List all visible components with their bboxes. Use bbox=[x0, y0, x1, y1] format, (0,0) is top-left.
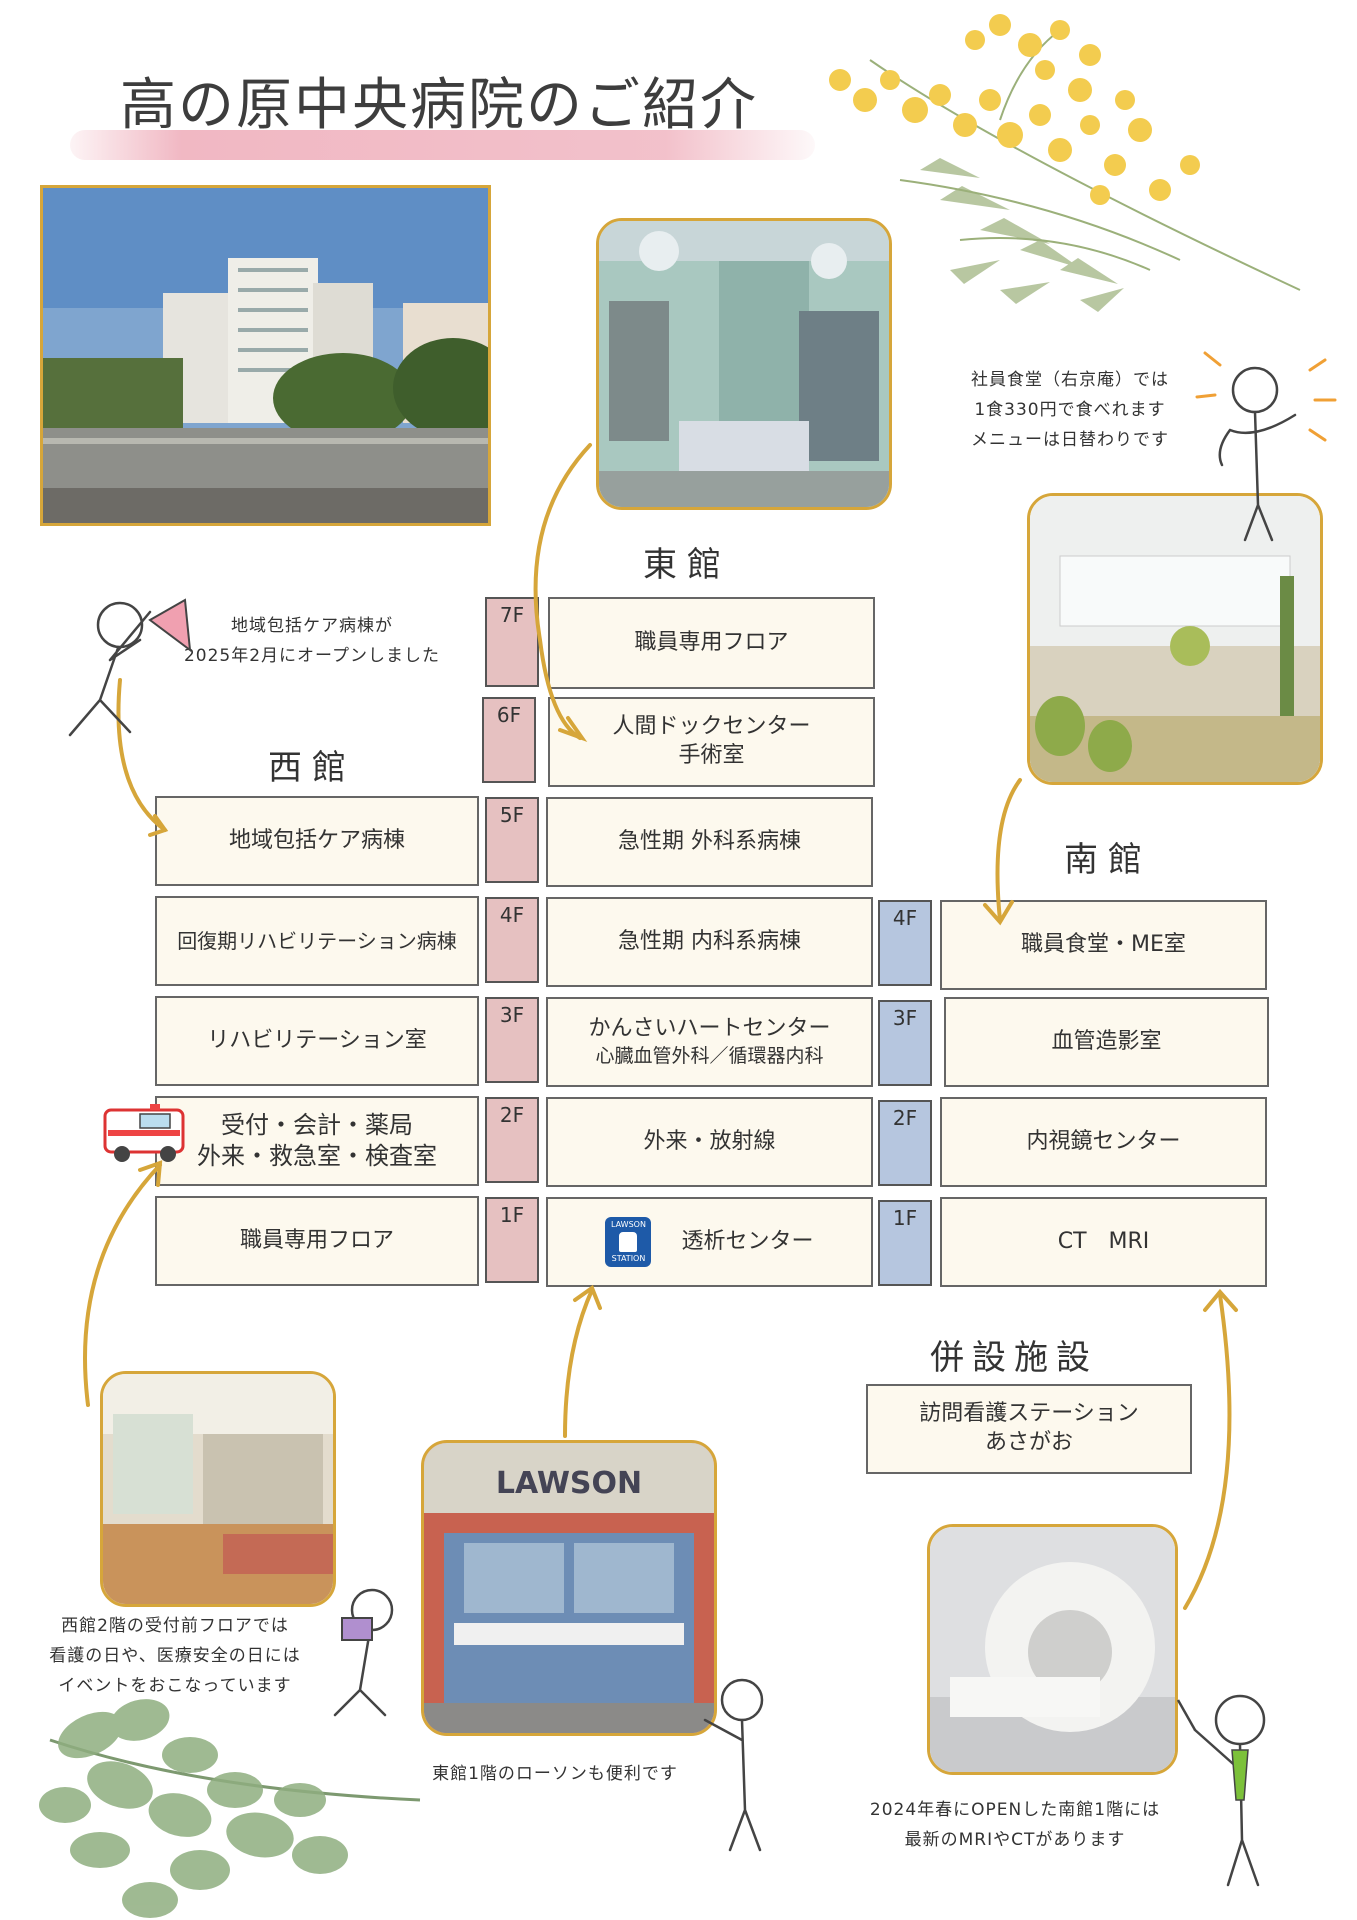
operating-room-arrow bbox=[533, 443, 592, 740]
cafeteria-note-line: 社員食堂（右京庵）では bbox=[971, 370, 1169, 390]
east-building-label: 東館 bbox=[643, 545, 731, 585]
east-5f-box: 急性期 外科系病棟 bbox=[546, 797, 873, 887]
west-building-label: 西館 bbox=[268, 748, 356, 788]
lawson-sign-text: LAWSON bbox=[496, 1466, 642, 1501]
south-floor-4f: 4F bbox=[878, 900, 932, 986]
necktie-icon bbox=[1231, 1749, 1249, 1801]
staff-cafeteria-photo bbox=[1027, 493, 1323, 785]
east-4f-label: 急性期 内科系病棟 bbox=[618, 928, 801, 954]
cafeteria-note: 社員食堂（右京庵）では 1食330円で食べれます メニューは日替わりです bbox=[920, 366, 1220, 455]
annex-heading: 併設施設 bbox=[930, 1338, 1098, 1378]
west-3f-box: リハビリテーション室 bbox=[155, 996, 479, 1086]
mri-note: 2024年春にOPENした南館1階には 最新のMRIやCTがあります bbox=[855, 1796, 1175, 1856]
title-underline bbox=[70, 130, 815, 160]
milk-can-icon bbox=[619, 1232, 638, 1252]
lawson-note: 東館1階のローソンも便利です bbox=[405, 1760, 705, 1790]
east-1f-box: LAWSON STATION 透析センター bbox=[546, 1197, 873, 1287]
east-2f-box: 外来・放射線 bbox=[546, 1097, 873, 1187]
annex-box: 訪問看護ステーションあさがお bbox=[866, 1384, 1192, 1474]
east-1f-label: 透析センター bbox=[681, 1228, 814, 1254]
mri-note-line: 最新のMRIやCTがあります bbox=[904, 1829, 1126, 1850]
annex-label-2: あさがお bbox=[984, 1430, 1073, 1455]
lawson-station-logo: LAWSON STATION bbox=[605, 1217, 652, 1267]
reception-arrow bbox=[83, 1163, 162, 1407]
community-care-note: 地域包括ケア病棟が 2025年2月にオープンしました bbox=[162, 612, 462, 672]
cafeteria-note-line: メニューは日替わりです bbox=[971, 429, 1169, 450]
pointer-stick-icon bbox=[1176, 1699, 1197, 1731]
book-icon bbox=[341, 1617, 373, 1641]
cafeteria-note-line: 1食330円で食べれます bbox=[974, 399, 1166, 420]
lawson-arrow bbox=[563, 1288, 594, 1438]
west-2f-label-2: 外来・救急室・検査室 bbox=[197, 1142, 437, 1170]
west-3f-label: リハビリテーション室 bbox=[207, 1027, 427, 1053]
lawson-note-line: 東館1階のローソンも便利です bbox=[432, 1764, 678, 1784]
west-5f-box: 地域包括ケア病棟 bbox=[155, 796, 479, 886]
megaphone-icon bbox=[148, 598, 192, 653]
south-floor-1f: 1F bbox=[878, 1200, 932, 1286]
community-care-note-line: 地域包括ケア病棟が bbox=[231, 616, 393, 636]
east-6f-box: 人間ドックセンター手術室 bbox=[548, 697, 875, 787]
east-5f-label: 急性期 外科系病棟 bbox=[618, 828, 801, 854]
south-2f-label: 内視鏡センター bbox=[1026, 1128, 1181, 1154]
south-floor-2f: 2F bbox=[878, 1100, 932, 1186]
reception-note-line: イベントをおこなっています bbox=[58, 1675, 292, 1696]
east-3f-box: かんさいハートセンター心臓血管外科／循環器内科 bbox=[546, 997, 873, 1087]
east-floor-6f: 6F bbox=[482, 697, 536, 783]
west-1f-box: 職員専用フロア bbox=[155, 1196, 479, 1286]
west-2f-label-1: 受付・会計・薬局 bbox=[221, 1110, 413, 1139]
east-floor-4f: 4F bbox=[485, 897, 539, 983]
lawson-logo-bottom: STATION bbox=[611, 1254, 646, 1263]
east-floor-7f: 7F bbox=[485, 597, 539, 687]
east-floor-3f: 3F bbox=[485, 997, 539, 1083]
south-4f-label: 職員食堂・ME室 bbox=[1021, 931, 1186, 957]
community-care-note-line: 2025年2月にオープンしました bbox=[183, 645, 441, 666]
ambulance-icon bbox=[103, 1104, 185, 1162]
east-floor-1f: 1F bbox=[485, 1197, 539, 1283]
east-floor-5f: 5F bbox=[485, 797, 539, 883]
south-3f-label: 血管造影室 bbox=[1051, 1028, 1162, 1054]
east-4f-box: 急性期 内科系病棟 bbox=[546, 897, 873, 987]
south-floor-3f: 3F bbox=[878, 1000, 932, 1086]
west-1f-label: 職員専用フロア bbox=[239, 1227, 394, 1253]
east-floor-2f: 2F bbox=[485, 1097, 539, 1183]
south-building-label: 南館 bbox=[1064, 840, 1152, 880]
reception-note-line: 看護の日や、医療安全の日には bbox=[49, 1645, 301, 1666]
page-title: 高の原中央病院のご紹介 bbox=[120, 73, 758, 138]
east-6f-label-1: 人間ドックセンター bbox=[612, 714, 811, 740]
hospital-exterior-photo bbox=[40, 185, 491, 526]
annex-label-1: 訪問看護ステーション bbox=[919, 1401, 1139, 1427]
west-4f-box: 回復期リハビリテーション病棟 bbox=[155, 896, 479, 986]
east-2f-label: 外来・放射線 bbox=[643, 1128, 776, 1154]
east-3f-label-1: かんさいハートセンター bbox=[588, 1016, 831, 1042]
reception-note-line: 西館2階の受付前フロアでは bbox=[61, 1616, 289, 1636]
east-7f-box: 職員専用フロア bbox=[548, 597, 875, 689]
south-1f-box: CT MRI bbox=[940, 1197, 1267, 1287]
west-2f-box: 受付・会計・薬局外来・救急室・検査室 bbox=[155, 1096, 479, 1186]
mri-note-line: 2024年春にOPENした南館1階には bbox=[869, 1800, 1161, 1820]
south-1f-label: CT MRI bbox=[1057, 1228, 1150, 1254]
west-4f-label: 回復期リハビリテーション病棟 bbox=[177, 929, 457, 953]
south-2f-box: 内視鏡センター bbox=[940, 1097, 1267, 1187]
east-6f-label-2: 手術室 bbox=[678, 743, 745, 768]
community-care-arrow bbox=[116, 678, 167, 832]
east-7f-label: 職員専用フロア bbox=[634, 629, 789, 655]
south-3f-box: 血管造影室 bbox=[944, 997, 1269, 1087]
lawson-store-photo: LAWSON bbox=[421, 1440, 717, 1736]
reception-note: 西館2階の受付前フロアでは 看護の日や、医療安全の日には イベントをおこなってい… bbox=[20, 1612, 330, 1701]
east-3f-label-2: 心臓血管外科／循環器内科 bbox=[595, 1044, 824, 1067]
west-5f-label: 地域包括ケア病棟 bbox=[228, 827, 405, 853]
reception-floor-photo bbox=[100, 1371, 336, 1607]
cafeteria-arrow bbox=[995, 778, 1022, 922]
mri-arrow bbox=[1183, 1293, 1232, 1610]
lawson-logo-top: LAWSON bbox=[611, 1220, 646, 1229]
mri-photo bbox=[927, 1524, 1178, 1775]
operating-room-photo bbox=[596, 218, 892, 510]
